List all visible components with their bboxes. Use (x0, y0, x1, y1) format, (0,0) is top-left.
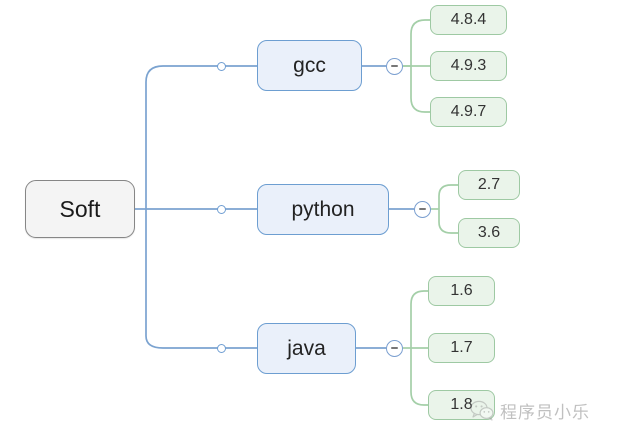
leaf-node[interactable]: 4.9.7 (430, 97, 507, 127)
wechat-icon (470, 400, 494, 421)
leaf-node[interactable]: 4.9.3 (430, 51, 507, 81)
leaf-node-label: 2.7 (477, 176, 501, 193)
leaf-node-label: 3.6 (477, 224, 501, 241)
minus-icon (391, 347, 398, 349)
leaf-node[interactable]: 1.6 (428, 276, 495, 306)
wire-java-to-18 (410, 391, 428, 406)
branch-node-python[interactable]: python (257, 184, 389, 235)
leaf-node-label: 4.8.4 (450, 11, 487, 28)
wire-java-to-16 (410, 290, 428, 305)
wire-python-to-36 (438, 221, 458, 234)
branch-node-java-label: java (287, 336, 326, 360)
leaf-node-label: 1.6 (450, 282, 473, 299)
leaf-node-label: 4.9.3 (450, 57, 487, 74)
branch-node-gcc-label: gcc (293, 53, 326, 77)
leaf-node-label: 1.7 (450, 339, 473, 356)
leaf-node[interactable]: 4.8.4 (430, 5, 507, 35)
minus-icon (391, 65, 398, 67)
collapse-toggle-gcc[interactable] (386, 57, 403, 75)
watermark: 程序员小乐 (470, 398, 590, 423)
wire-trunk-to-gcc (145, 65, 257, 83)
minus-icon (419, 208, 426, 210)
wire-python-to-27 (438, 184, 458, 197)
branch-dot-python[interactable] (217, 204, 226, 214)
wire-gcc-to-484 (410, 19, 430, 35)
wire-gcc-to-497 (410, 97, 430, 113)
collapse-toggle-java[interactable] (386, 339, 403, 357)
branch-node-java[interactable]: java (257, 323, 356, 374)
leaf-node[interactable]: 1.7 (428, 333, 495, 363)
collapse-toggle-python[interactable] (414, 200, 431, 218)
root-node[interactable]: Soft (25, 180, 135, 238)
branch-node-python-label: python (291, 197, 355, 221)
wire-trunk-to-java (145, 335, 257, 349)
leaf-node-label: 1.8 (450, 396, 473, 413)
branch-dot-gcc[interactable] (217, 61, 226, 71)
leaf-node[interactable]: 1.8 (428, 390, 495, 420)
branch-dot-java[interactable] (217, 343, 226, 353)
watermark-text: 程序员小乐 (500, 403, 590, 423)
leaf-node-label: 4.9.7 (450, 103, 487, 120)
root-node-label: Soft (59, 195, 101, 222)
branch-node-gcc[interactable]: gcc (257, 40, 362, 91)
leaf-node[interactable]: 2.7 (458, 170, 520, 200)
leaf-node[interactable]: 3.6 (458, 218, 520, 248)
